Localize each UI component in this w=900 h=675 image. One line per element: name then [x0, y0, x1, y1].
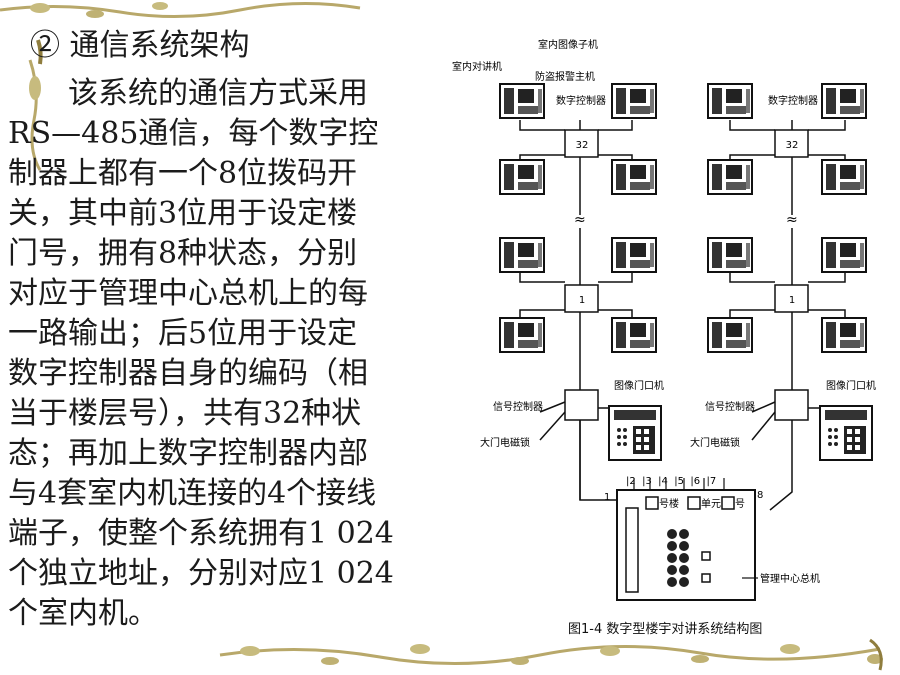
host-button	[701, 551, 711, 561]
host-keypad	[667, 529, 689, 587]
paragraph-line: 态；再加上数字控制器内部	[8, 436, 368, 471]
paragraph-line: 关，其中前3位用于设定楼	[8, 196, 358, 231]
label-indoor-intercom: 室内对讲机	[452, 60, 502, 73]
figure-caption: 图1-4 数字型楼宇对讲系统结构图	[568, 622, 763, 637]
label-signal-controller-left: 信号控制器	[493, 400, 543, 413]
break-symbol-right: ≈	[786, 212, 798, 228]
slide-paragraph: 该系统的通信方式采用 RS—485通信，每个数字控 制器上都有一个8位拨码开 关…	[8, 74, 428, 634]
label-video-door-right: 图像门口机	[826, 379, 876, 392]
indoor-unit-icon	[611, 237, 657, 273]
vine-border-top	[0, 1, 361, 19]
host-port-lines	[633, 478, 758, 579]
label-signal-controller-right: 信号控制器	[705, 400, 755, 413]
paragraph-line: 对应于管理中心总机上的每	[8, 276, 368, 311]
paragraph-line: 门号，拥有8种状态，分别	[8, 236, 358, 271]
box-1-right-label: 1	[789, 295, 795, 306]
indoor-unit-icon	[611, 159, 657, 195]
paragraph-line: 端子，使整个系统拥有1 024	[8, 516, 394, 551]
video-door-unit-icon	[608, 405, 662, 461]
ports-top-label: |2 |3 |4 |5 |6 |7	[626, 476, 716, 487]
unit-input-box	[687, 496, 701, 510]
indoor-unit-icon	[821, 237, 867, 273]
label-unit: 单元	[701, 498, 721, 510]
paragraph-line: RS—485通信，每个数字控	[8, 116, 379, 151]
indoor-unit-icon	[499, 159, 545, 195]
slide-title: ② 通信系统架构	[30, 28, 250, 63]
label-door-lock-left: 大门电磁锁	[480, 436, 530, 449]
paragraph-line: 数字控制器自身的编码（相	[8, 356, 368, 391]
right-building-group	[729, 120, 846, 511]
paragraph-line: 个室内机。	[8, 596, 158, 631]
indoor-unit-icon	[707, 159, 753, 195]
number-input-box	[721, 496, 735, 510]
signal-controller-box-right	[774, 389, 809, 421]
port-8-label: 8	[757, 490, 763, 501]
box-1-left-label: 1	[579, 295, 585, 306]
paragraph-line: 当于楼层号），共有32种状	[8, 396, 362, 431]
label-digital-controller-right: 数字控制器	[768, 94, 818, 107]
port-1-label: 1	[604, 492, 610, 503]
indoor-unit-icon	[611, 317, 657, 353]
paragraph-line: 制器上都有一个8位拨码开	[8, 156, 358, 191]
digital-controller-box-32-right	[774, 129, 809, 158]
label-number: 号	[735, 498, 745, 510]
indoor-unit-icon	[707, 237, 753, 273]
box-32-left-label: 32	[576, 140, 589, 151]
label-alarm-host: 防盗报警主机	[535, 70, 595, 83]
label-building: 号楼	[659, 497, 679, 510]
host-button	[701, 573, 711, 583]
intercom-system-diagram: 32 1 ≈ 室内对讲机 室内图像子机 防盗报警主机 数字控制器 信号控制器 大…	[452, 38, 876, 601]
digital-controller-box-1-left	[564, 284, 599, 313]
vine-border-bottom	[219, 638, 883, 671]
paragraph-line: 一路输出；后5位用于设定	[8, 316, 358, 351]
building-input-box	[645, 496, 659, 510]
indoor-unit-icon	[499, 83, 545, 119]
label-door-lock-right: 大门电磁锁	[690, 436, 740, 449]
label-video-door-left: 图像门口机	[614, 379, 664, 392]
paragraph-line: 该系统的通信方式采用	[8, 76, 368, 111]
paragraph-line: 与4套室内机连接的4个接线	[8, 476, 377, 511]
paragraph-line: 个独立地址，分别对应1 024	[8, 556, 394, 591]
break-symbol-left: ≈	[574, 212, 586, 228]
vine-border-left	[28, 39, 43, 171]
indoor-unit-icon	[611, 83, 657, 119]
digital-controller-box-1-right	[774, 284, 809, 313]
digital-controller-box-32-left	[564, 129, 599, 158]
indoor-unit-icon	[499, 317, 545, 353]
indoor-unit-icon	[499, 237, 545, 273]
video-door-unit-icon	[819, 405, 873, 461]
label-indoor-video: 室内图像子机	[538, 38, 598, 51]
indoor-unit-icon	[821, 83, 867, 119]
box-32-right-label: 32	[786, 140, 799, 151]
handset-slot	[625, 507, 639, 593]
label-digital-controller-left: 数字控制器	[556, 94, 606, 107]
indoor-unit-icon	[707, 317, 753, 353]
indoor-unit-icon	[707, 83, 753, 119]
label-management-host: 管理中心总机	[760, 572, 820, 585]
indoor-unit-icon	[821, 317, 867, 353]
signal-controller-box-left	[564, 389, 599, 421]
indoor-unit-icon	[821, 159, 867, 195]
